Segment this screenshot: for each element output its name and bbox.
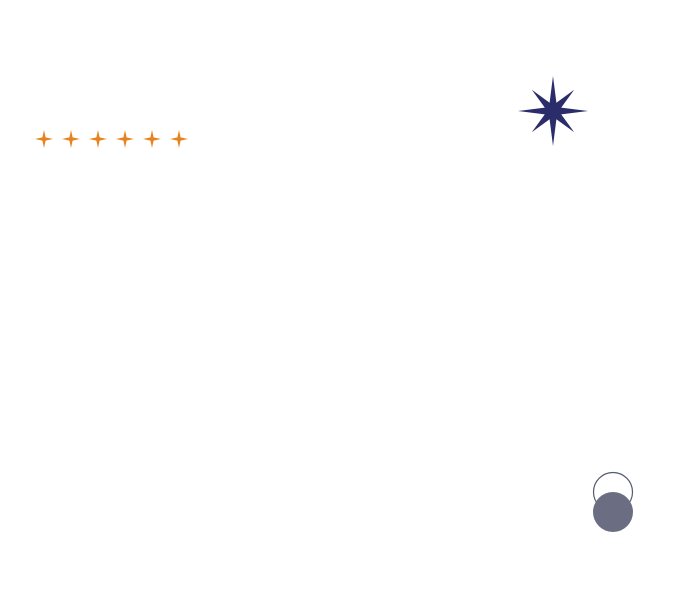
four-point-star-icon (89, 130, 107, 148)
eight-point-star-icon (518, 76, 588, 146)
four-point-star-icon (143, 130, 161, 148)
four-point-star-icon (35, 130, 53, 148)
four-point-star-icon (62, 130, 80, 148)
sparkle-row (34, 129, 194, 149)
four-point-star-icon (116, 130, 134, 148)
four-point-star-icon (170, 130, 188, 148)
stacked-circles-icon[interactable] (592, 471, 634, 533)
